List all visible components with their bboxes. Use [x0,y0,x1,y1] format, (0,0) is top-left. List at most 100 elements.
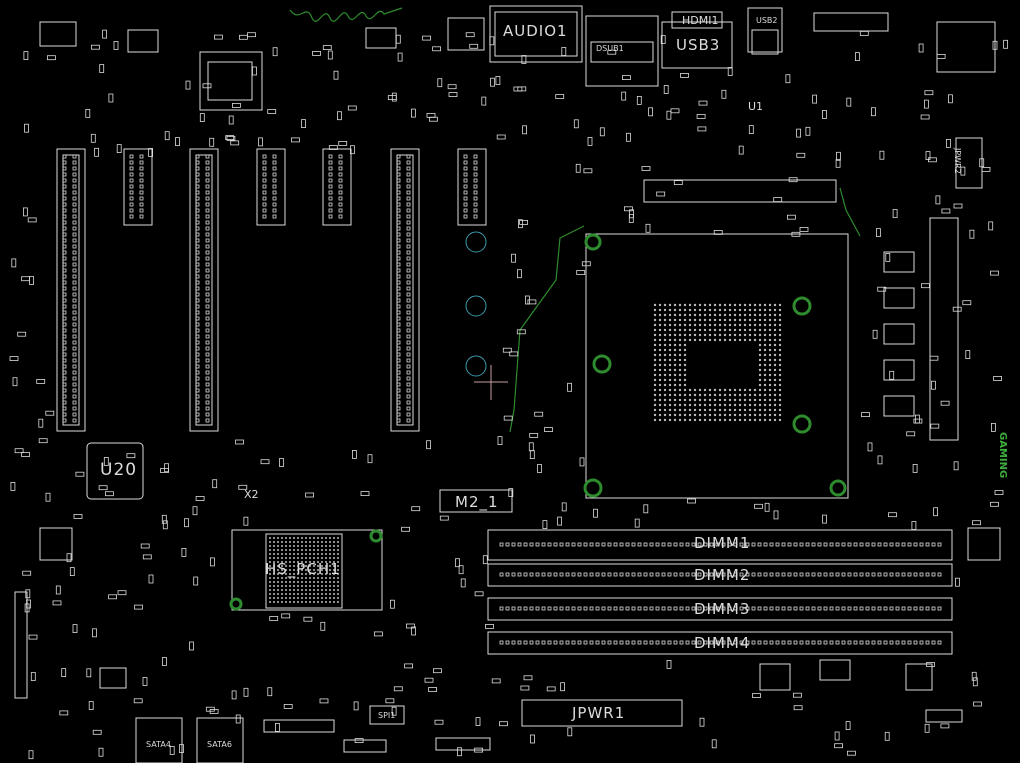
dimm-pin [895,640,900,645]
cpu-land [733,308,737,312]
cpu-land [743,323,747,327]
cpu-land [708,308,712,312]
dimm-pin [799,572,804,577]
dimm-pin [937,640,942,645]
smd-component [23,51,29,60]
smd-component [529,450,535,460]
cpu-land [718,318,722,322]
cpu-land [698,313,702,317]
pch-ball [285,597,287,599]
cpu-land [698,333,702,337]
smd-component [391,706,397,716]
dimm-pin [511,572,516,577]
cpu-land [753,303,757,307]
pch-ball [281,569,283,571]
smd-component [926,662,935,667]
pch-ball [321,597,323,599]
pch-ball [273,549,275,551]
pch-ball [321,549,323,551]
pch-ball [321,541,323,543]
pch-ball [309,597,311,599]
dimm-pin [907,606,912,611]
smd-component [973,701,982,707]
dimm-pin [847,572,852,577]
header-pin [62,208,67,213]
mount-hole [829,479,847,497]
cpu-land [668,323,672,327]
cpu-land [653,368,657,372]
pch-ball [325,585,327,587]
cpu-land [713,418,717,422]
smd-component [102,29,107,39]
header-pin [396,154,401,159]
dimm-pin [643,606,648,611]
header-pin [139,202,144,207]
dimm-pin [691,606,696,611]
cpu-land [753,328,757,332]
pch-ball [309,549,311,551]
pch-ball [321,545,323,547]
dimm-pin [517,542,522,547]
smd-component [912,463,918,473]
pch-ball [281,597,283,599]
header-pin [195,166,200,171]
smd-component [14,448,24,454]
smd-component [988,221,994,231]
cpu-land [773,343,777,347]
cpu-land [658,303,662,307]
cpu-land [778,328,782,332]
smd-component [497,436,503,446]
header-pin [406,370,411,375]
pch-ball [305,561,307,563]
header-pin [62,256,67,261]
header-pin [72,274,77,279]
dimm-pin [631,606,636,611]
pch-ball [313,545,315,547]
dimm-pin [727,640,732,645]
dimm-pin [757,606,762,611]
cpu-land [768,313,772,317]
header-pin [195,226,200,231]
smd-component [160,468,169,473]
cpu-land [668,353,672,357]
header-pin [463,154,468,159]
header-pin [272,154,277,159]
header-pin [328,208,333,213]
pch-ball [313,589,315,591]
header-pin [406,346,411,351]
dimm-pin [505,572,510,577]
header-pin [338,208,343,213]
header-pin [72,220,77,225]
cpu-land [678,408,682,412]
dimm-pin [649,640,654,645]
cpu-land [763,373,767,377]
dimm-pin [877,640,882,645]
dimm-pin [697,542,702,547]
smd-component [169,746,175,755]
pch-ball [313,569,315,571]
pch-ball [313,581,315,583]
cpu-land [703,388,707,392]
smd-component [576,270,586,275]
cpu-land [763,343,767,347]
header-pin [72,400,77,405]
pch-ball [313,577,315,579]
header-pin [205,172,210,177]
cpu-land [678,403,682,407]
cpu-land [758,403,762,407]
dimm-pin [565,640,570,645]
smd-component [92,628,97,638]
header-pin [72,208,77,213]
cpu-land [773,348,777,352]
smd-component [52,600,62,606]
smd-component [401,526,411,532]
smd-component [928,157,937,163]
smd-component [69,567,75,576]
header-pin [205,154,210,159]
header-pin [62,406,67,411]
dimm-pin [859,606,864,611]
dimm-pin [835,640,840,645]
header-pin [62,250,67,255]
smd-component [499,721,508,727]
pch-ball [297,581,299,583]
